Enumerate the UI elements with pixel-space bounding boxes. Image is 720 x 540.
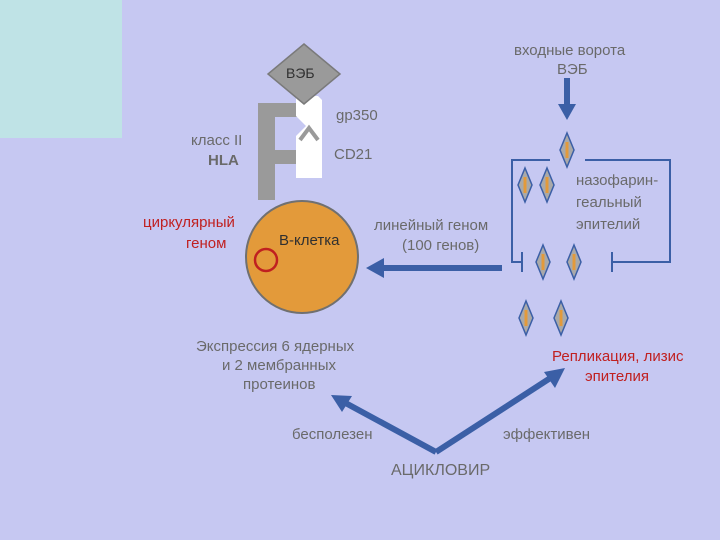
hla-label: HLA	[208, 152, 239, 169]
epithelium-label-3: эпителий	[576, 216, 641, 233]
expression-label-1: Экспрессия 6 ядерных	[196, 338, 355, 355]
b-cell-icon	[245, 200, 359, 314]
virus-diamond-small-icon	[518, 299, 534, 337]
virus-diamond-small-icon	[539, 166, 555, 204]
hla-receptor-icon	[258, 103, 298, 200]
virus-label: ВЭБ	[286, 65, 315, 81]
circular-genome-label-1: циркулярный	[143, 214, 235, 231]
virus-diamond-small-icon	[559, 131, 575, 169]
virus-diamond-icon	[266, 43, 342, 105]
entry-label-1: входные ворота	[514, 42, 626, 59]
b-cell-label: В-клетка	[279, 232, 340, 249]
expression-label-3: протеинов	[243, 376, 316, 393]
circular-genome-label-2: геном	[186, 235, 227, 252]
epithelium-label-1: назофарин-	[576, 172, 659, 189]
hla-class-label: класс II	[191, 132, 243, 149]
linear-genome-arrow-icon	[366, 258, 502, 278]
virus-diamond-small-icon	[566, 243, 582, 281]
entry-arrow-icon	[558, 78, 576, 120]
replication-label-2: эпителия	[585, 368, 649, 385]
linear-genome-label-2: (100 генов)	[402, 237, 480, 254]
gp350-label: gp350	[336, 107, 378, 124]
useless-label: бесполезен	[292, 426, 373, 443]
epithelium-box	[511, 159, 671, 272]
entry-label-2: ВЭБ	[557, 61, 588, 78]
epithelium-label-2: геальный	[576, 194, 642, 211]
expression-label-2: и 2 мембранных	[222, 357, 336, 374]
linear-genome-label-1: линейный геном	[374, 217, 489, 234]
drug-label: АЦИКЛОВИР	[391, 462, 491, 479]
circular-genome-icon	[253, 247, 279, 273]
virus-diamond-small-icon	[553, 299, 569, 337]
replication-label-1: Репликация, лизис	[552, 348, 684, 365]
corner-box	[0, 0, 122, 138]
effective-label: эффективен	[503, 426, 591, 443]
virus-diamonds	[517, 131, 582, 337]
virus-diamond-small-icon	[517, 166, 533, 204]
virus-diamond-small-icon	[535, 243, 551, 281]
receptor-column-icon	[296, 96, 322, 178]
arrow-icon	[331, 368, 565, 455]
cd21-label: CD21	[334, 146, 373, 163]
